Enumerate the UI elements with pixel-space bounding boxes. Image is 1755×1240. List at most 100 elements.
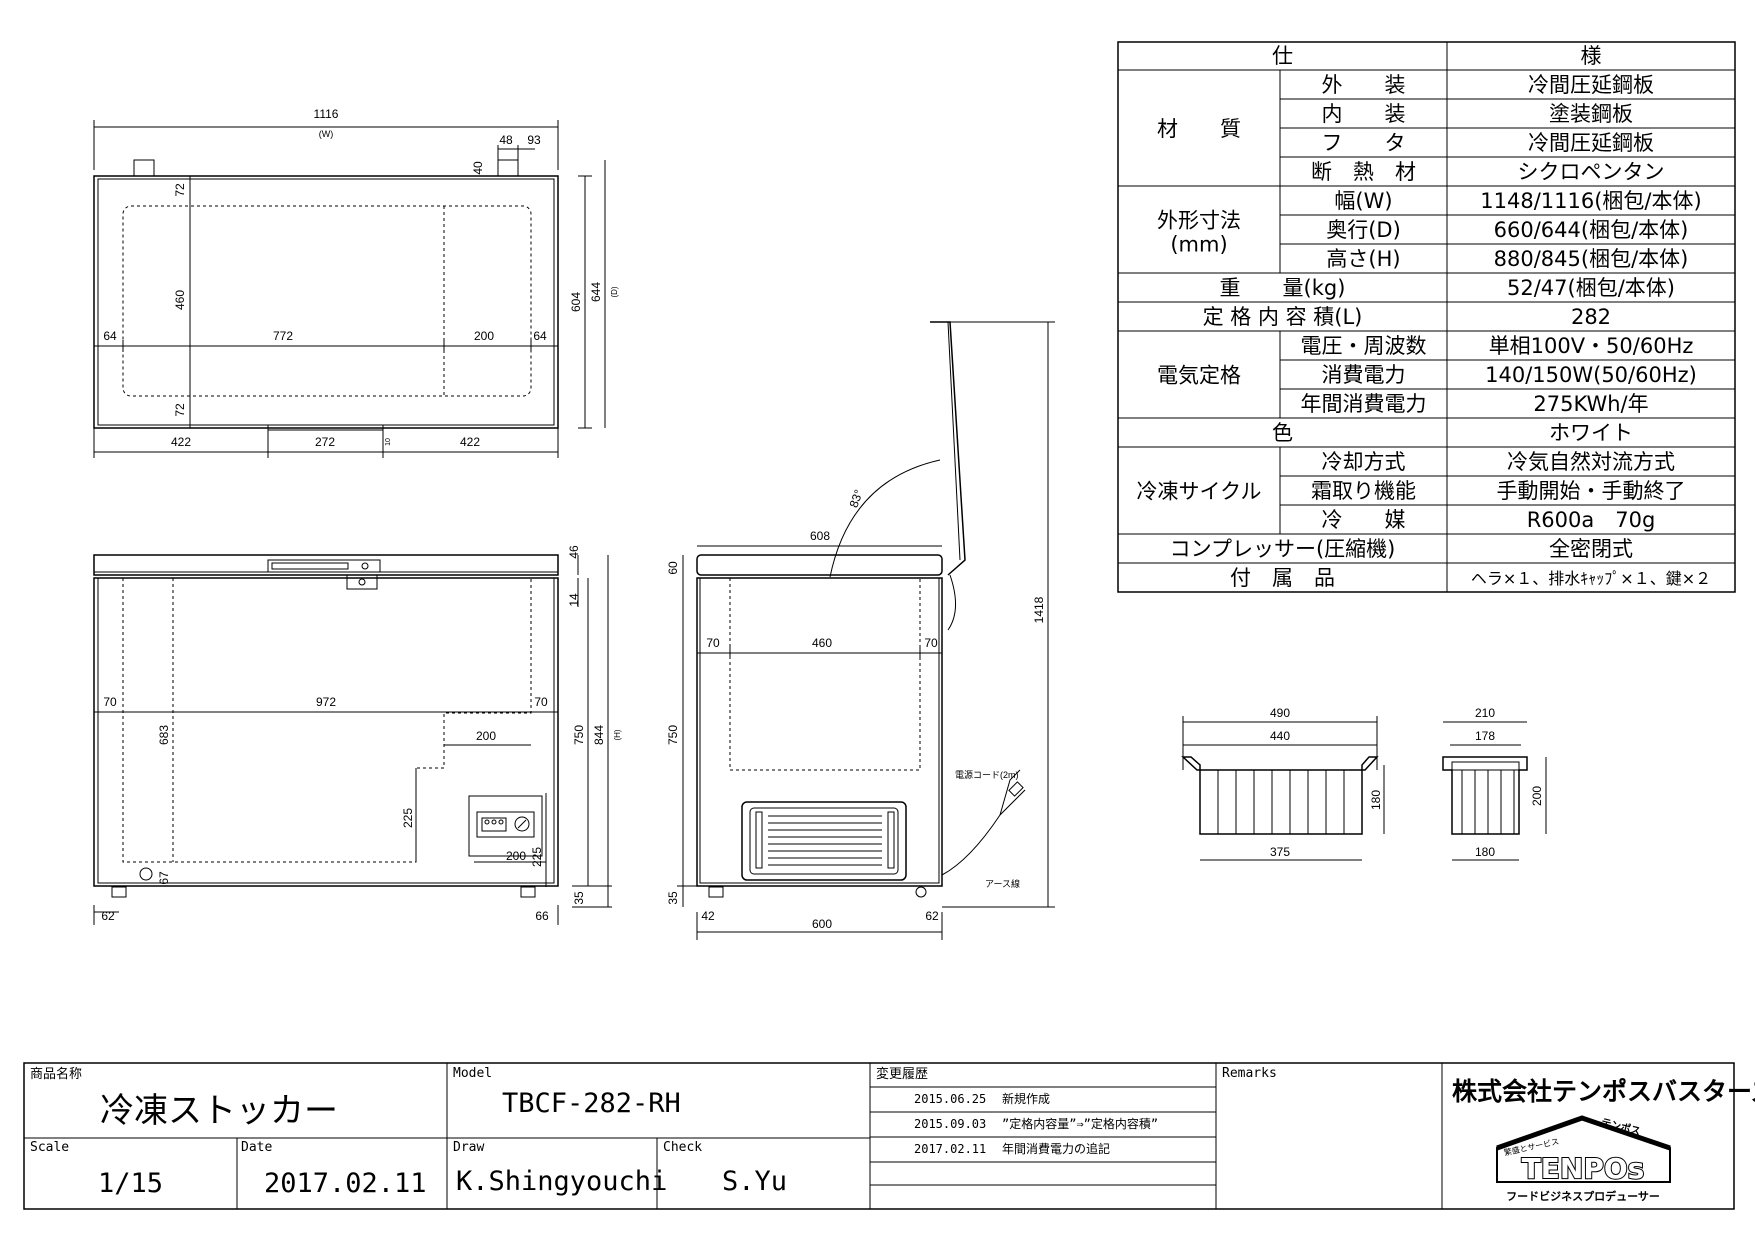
- dim-93: 93: [527, 133, 541, 147]
- dim-750: 750: [572, 725, 586, 745]
- dim-180-height: 180: [1369, 790, 1383, 810]
- power-cord-label: 電源コード(2m): [955, 770, 1019, 780]
- spec-row-value: 冷間圧延鋼板: [1528, 73, 1654, 97]
- dim-72-bottom: 72: [173, 403, 187, 417]
- spec-row-value: 282: [1571, 305, 1611, 329]
- spec-row-label: 定 格 内 容 積(L): [1203, 305, 1363, 329]
- basket-small: [1442, 721, 1547, 861]
- dim-750: 750: [666, 725, 680, 745]
- tenpos-logo: 繁盛とサービス テンポス TENPOs フードビジネスプロデューサー: [1496, 1115, 1671, 1203]
- dim-210: 210: [1475, 706, 1495, 720]
- dim-178: 178: [1475, 729, 1495, 743]
- dim-200: 200: [474, 329, 494, 343]
- spec-table: [1117, 41, 1736, 593]
- company-name: 株式会社テンポスバスターズ: [1452, 1077, 1755, 1106]
- spec-row-value: ヘラ×１、排水ｷｬｯﾌﾟ×１、鍵×２: [1471, 569, 1711, 588]
- dim-600: 600: [812, 917, 832, 931]
- spec-group-label: 電気定格: [1157, 364, 1241, 388]
- check-label: Check: [663, 1140, 702, 1155]
- dim-644-sub: (D): [610, 286, 619, 297]
- spec-row-value: シクロペンタン: [1518, 160, 1665, 184]
- spec-row-value: ホワイト: [1549, 421, 1633, 445]
- earth-wire-label: アース線: [985, 878, 1020, 889]
- dim-40: 40: [471, 161, 485, 175]
- history-date: 2017.02.11: [914, 1142, 986, 1156]
- spec-row-label: 年間消費電力: [1301, 392, 1427, 416]
- side-view-dims: 608 83° 60 70 460 70 750 35 1418 42 600 …: [666, 488, 1046, 931]
- dim-772: 772: [273, 329, 293, 343]
- dim-62: 62: [925, 909, 939, 923]
- spec-row-label: 重 量(kg): [1220, 276, 1346, 300]
- history-label: 変更履歴: [876, 1066, 928, 1082]
- spec-row-value: 1148/1116(梱包/本体): [1480, 189, 1701, 213]
- dim-683: 683: [157, 725, 171, 745]
- dim-490: 490: [1270, 706, 1290, 720]
- spec-row-label: 付 属 品: [1230, 566, 1335, 590]
- remarks-label: Remarks: [1222, 1066, 1277, 1081]
- spec-row-value: 単相100V・50/60Hz: [1489, 334, 1694, 358]
- spec-header-left: 仕: [1272, 44, 1293, 68]
- dim-972: 972: [316, 695, 336, 709]
- history-text: 新規作成: [1002, 1091, 1050, 1106]
- dim-644: 644: [589, 282, 603, 302]
- spec-row-value: 冷間圧延鋼板: [1528, 131, 1654, 155]
- dim-844-sub: (H): [613, 729, 622, 740]
- dim-35: 35: [666, 891, 680, 905]
- title-block-text: 商品名称 冷凍ストッカー Model TBCF-282-RH 変更履歴 2015…: [30, 1066, 1755, 1199]
- spec-row-value: R600a 70g: [1527, 508, 1656, 532]
- dim-604: 604: [569, 292, 583, 312]
- dim-844: 844: [592, 725, 606, 745]
- spec-row-label: 霜取り機能: [1311, 479, 1416, 503]
- spec-row-label: 冷却方式: [1322, 450, 1406, 474]
- dim-10: 10: [385, 438, 392, 446]
- dim-60: 60: [666, 561, 680, 575]
- dim-64-left: 64: [103, 329, 117, 343]
- product-name-label: 商品名称: [30, 1066, 82, 1082]
- dim-422-left: 422: [171, 435, 191, 449]
- date-value: 2017.02.11: [264, 1168, 427, 1199]
- spec-row-label: 外 装: [1322, 73, 1406, 97]
- title-block: [23, 1062, 1735, 1210]
- product-name: 冷凍ストッカー: [100, 1091, 338, 1131]
- spec-row-value: 全密閉式: [1549, 537, 1633, 561]
- spec-group-label: 冷凍サイクル: [1137, 480, 1262, 504]
- dim-width: 1116: [314, 107, 339, 121]
- spec-row-label: 高さ(H): [1326, 247, 1400, 271]
- dim-460: 460: [173, 290, 187, 310]
- dim-48: 48: [499, 133, 513, 147]
- basket-small-dims: 210 178 200 180: [1475, 706, 1544, 859]
- date-label: Date: [241, 1140, 272, 1155]
- spec-group-label: 材 質: [1157, 117, 1241, 141]
- dim-440: 440: [1270, 729, 1290, 743]
- spec-row-label: 色: [1272, 421, 1293, 445]
- dim-83-deg: 83°: [847, 488, 866, 510]
- spec-table-text: 仕様外 装冷間圧延鋼板内 装塗装鋼板フ タ冷間圧延鋼板断 熱 材シクロペンタン材…: [1137, 44, 1712, 590]
- history-date: 2015.09.03: [914, 1117, 986, 1131]
- dim-66: 66: [535, 909, 549, 923]
- dim-62: 62: [101, 909, 115, 923]
- dim-180-width: 180: [1475, 845, 1495, 859]
- spec-row-label: 断 熱 材: [1311, 160, 1416, 184]
- dim-200-bottom: 200: [506, 849, 526, 863]
- dim-70-left: 70: [706, 636, 720, 650]
- spec-row-label: コンプレッサー(圧縮機): [1170, 537, 1396, 561]
- spec-group-label: 外形寸法: [1157, 209, 1241, 233]
- top-view-dims: 1116 (W) 48 93 40 72 460 72 64 772 200 6…: [103, 107, 619, 449]
- spec-row-label: 奥行(D): [1326, 218, 1401, 242]
- dim-225-left: 225: [401, 808, 415, 828]
- spec-row-label: 電圧・周波数: [1301, 334, 1427, 358]
- dim-200-top: 200: [476, 729, 496, 743]
- dim-width-sub: (W): [319, 129, 334, 139]
- dim-14: 14: [567, 593, 581, 607]
- dim-70-right: 70: [534, 695, 548, 709]
- spec-row-value: 140/150W(50/60Hz): [1485, 363, 1697, 387]
- dim-375: 375: [1270, 845, 1290, 859]
- spec-row-label: 幅(W): [1334, 189, 1392, 213]
- dim-460: 460: [812, 636, 832, 650]
- top-view: [93, 120, 606, 458]
- spec-row-value: 手動開始・手動終了: [1497, 479, 1686, 503]
- dim-422-right: 422: [460, 435, 480, 449]
- dim-64-right: 64: [533, 329, 547, 343]
- basket-large: [1181, 716, 1385, 861]
